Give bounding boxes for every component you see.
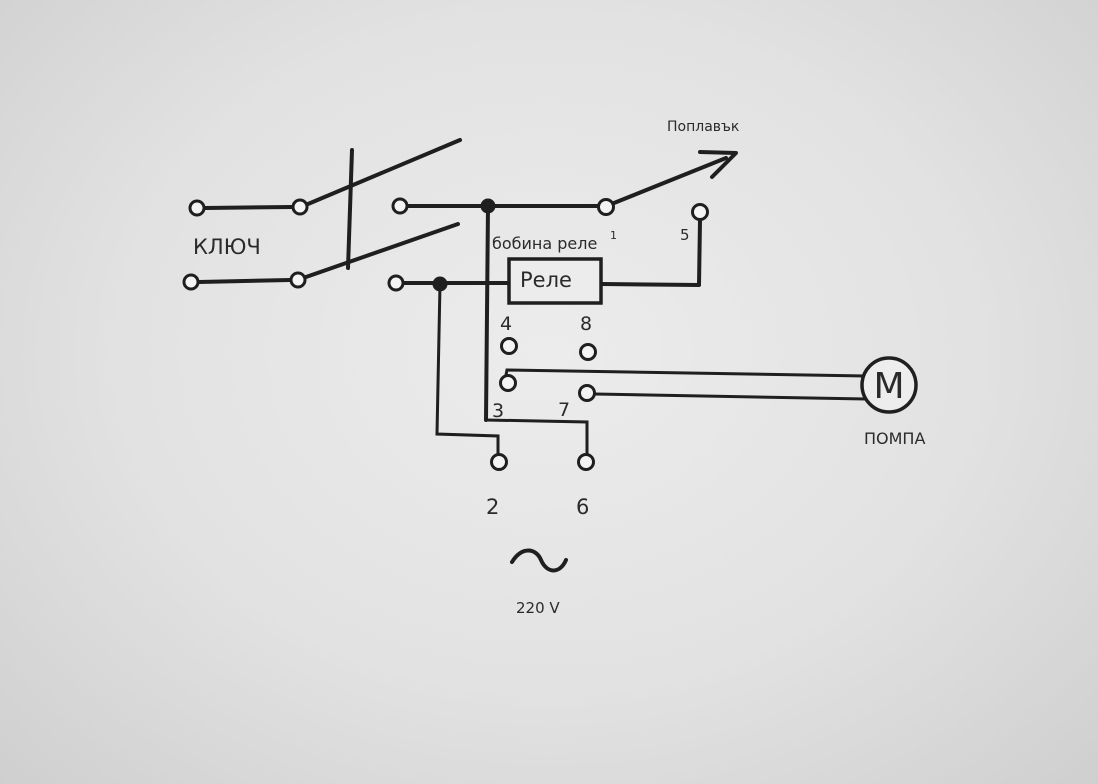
- pin-3-label: 3: [492, 400, 504, 422]
- key-lower-blade: [304, 222, 460, 279]
- arrow-icon: [698, 150, 738, 179]
- pin-5-label: 5: [680, 226, 690, 244]
- float-label: Поплавък: [667, 119, 739, 135]
- float-switch-arm: [612, 156, 728, 205]
- key-label: КЛЮЧ: [193, 235, 261, 259]
- key-lower-lead: [197, 278, 292, 284]
- upper-node-to-pin6-wire: [484, 418, 589, 458]
- pin-1-label: 1: [610, 229, 617, 242]
- key-terminal-out-upper: [291, 198, 309, 216]
- motor-icon: [860, 356, 918, 414]
- pin-6-label: 6: [576, 495, 589, 519]
- sine-wave-icon: [510, 548, 568, 573]
- relay-terminal-8: [579, 343, 597, 361]
- pin-4-label: 4: [500, 313, 512, 335]
- pin-8-label: 8: [580, 313, 592, 335]
- key-upper-blade: [306, 138, 462, 206]
- key-terminal-in-upper: [188, 199, 206, 217]
- coil-label: бобина реле: [492, 234, 597, 253]
- key-terminal-in-lower: [182, 273, 200, 291]
- pin7-to-motor-wire: [593, 392, 868, 401]
- relay-terminal-4: [500, 337, 518, 355]
- pin3-to-motor-wire: [504, 368, 868, 378]
- key-mechanical-link: [346, 148, 354, 270]
- motor-symbol: M: [873, 366, 904, 407]
- upper-node-drop-wire: [484, 204, 490, 422]
- float-terminal-5: [691, 203, 709, 221]
- pump-label: ПОМПА: [864, 429, 925, 448]
- key-switch: [182, 138, 462, 291]
- relay-terminal-7: [578, 384, 596, 402]
- key-upper-lead: [203, 205, 294, 210]
- supply-terminal-2: [490, 453, 508, 471]
- key-terminal-out-lower: [289, 271, 307, 289]
- float-terminal-1: [597, 198, 615, 216]
- upper-rail-terminal: [391, 197, 409, 215]
- voltage-label: 220 V: [516, 599, 560, 617]
- relay-terminal-3: [499, 374, 517, 392]
- pump-motor: M: [860, 356, 918, 414]
- float-switch: [597, 150, 738, 221]
- relay-label: Реле: [520, 268, 572, 292]
- pin5-to-coil-wire: [600, 218, 702, 287]
- lower-rail-terminal: [387, 274, 405, 292]
- pin-7-label: 7: [558, 399, 570, 421]
- supply-terminal-6: [577, 453, 595, 471]
- lower-node-to-pin2-wire: [435, 282, 500, 458]
- pin-2-label: 2: [486, 495, 499, 519]
- relay-coil-box: [507, 257, 603, 305]
